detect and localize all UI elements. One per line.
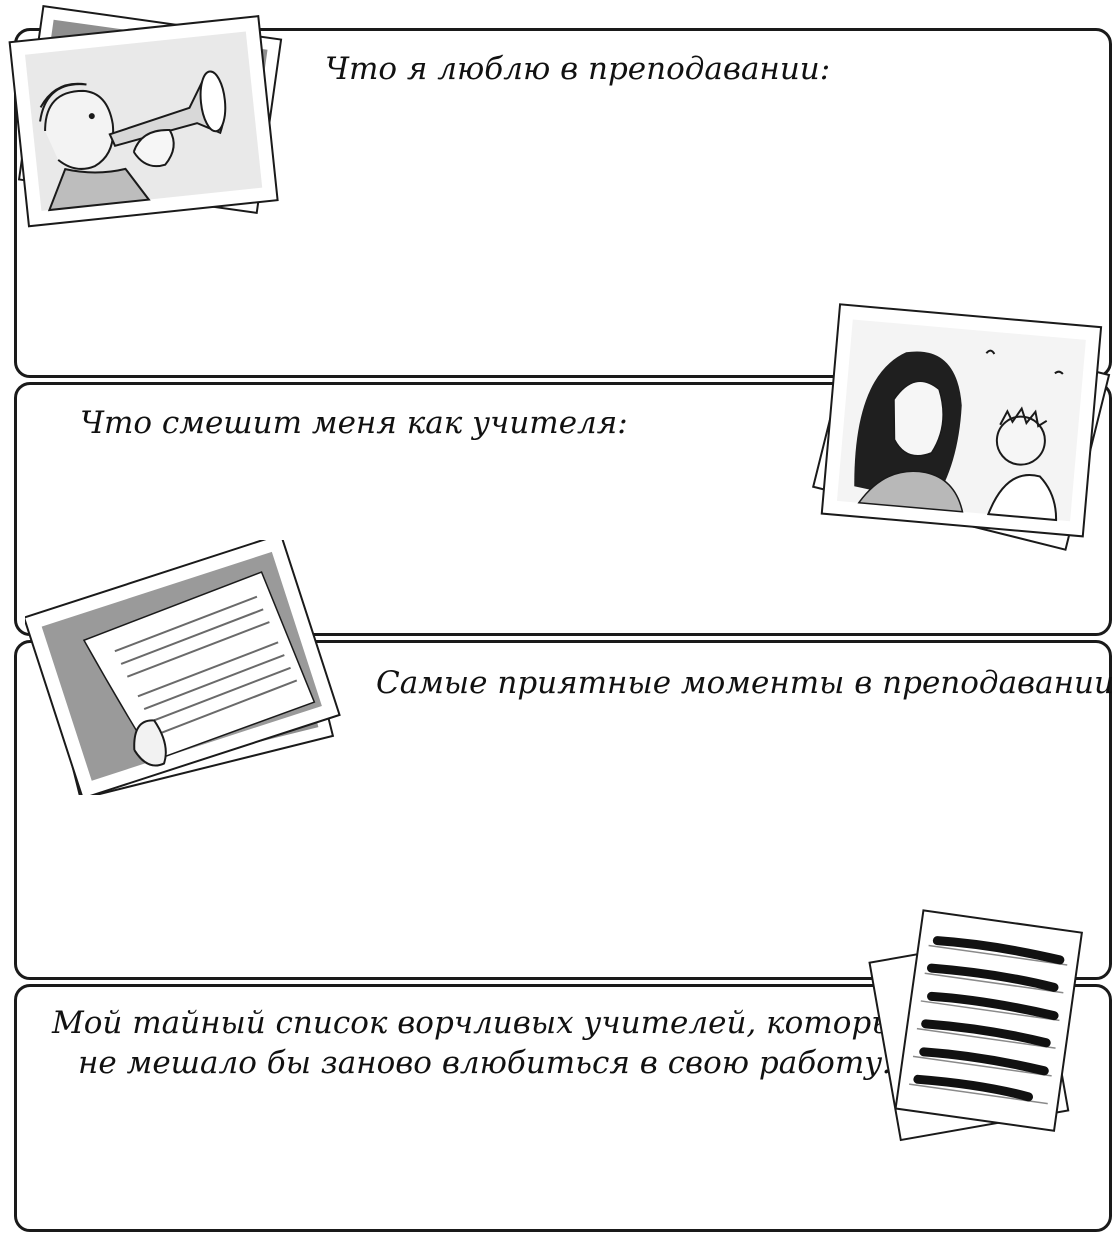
teacher-student-photo-icon [811,303,1111,551]
prompt-love-teaching: Что я люблю в преподавании: [325,51,831,87]
prompt-funny-moments: Что смешит меня как учителя: [80,405,628,441]
prompt-grumpy-teachers-line1: Мой тайный список ворчливых учителей, ко… [52,1005,923,1041]
trumpet-photo-icon [8,5,283,228]
letter-photo-icon [25,540,341,795]
prompt-pleasant-moments: Самые приятные моменты в преподавании: [376,665,1114,701]
prompt-grumpy-teachers-line2: не мешало бы заново влюбиться в свою раб… [78,1045,893,1081]
crossed-out-list-icon [868,909,1083,1142]
